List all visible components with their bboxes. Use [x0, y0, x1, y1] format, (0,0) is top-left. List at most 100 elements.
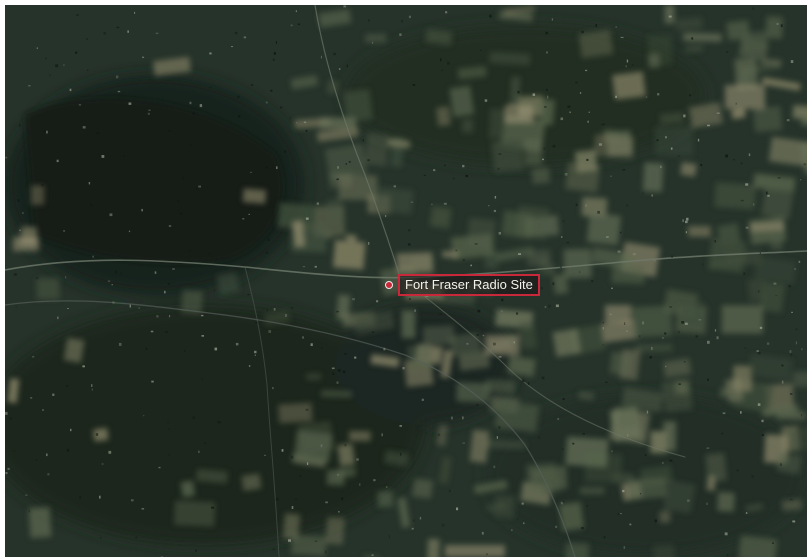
terrain-speckle	[516, 312, 519, 315]
terrain-speckle	[494, 196, 497, 199]
terrain-speckle	[780, 463, 782, 466]
field-patch	[504, 5, 536, 16]
satellite-map[interactable]: Fort Fraser Radio Site	[5, 5, 807, 557]
terrain-speckle	[564, 173, 568, 176]
terrain-speckle	[572, 442, 575, 445]
field-patch	[565, 436, 609, 468]
terrain-speckle	[291, 506, 294, 509]
terrain-speckle	[399, 33, 402, 36]
terrain-speckle	[617, 250, 621, 253]
terrain-speckle	[111, 284, 113, 286]
terrain-speckle	[500, 310, 503, 312]
terrain-speckle	[295, 10, 297, 13]
terrain-speckle	[777, 177, 781, 179]
terrain-speckle	[545, 88, 548, 91]
field-patch	[282, 513, 301, 540]
terrain-speckle	[653, 260, 656, 262]
terrain-speckle	[276, 166, 278, 169]
terrain-speckle	[344, 353, 347, 355]
terrain-speckle	[657, 93, 660, 96]
terrain-speckle	[352, 298, 355, 301]
terrain-speckle	[775, 295, 778, 297]
field-patch	[383, 450, 410, 467]
terrain-speckle	[45, 57, 47, 60]
terrain-speckle	[795, 328, 798, 330]
field-patch	[529, 465, 568, 491]
field-patch	[345, 234, 358, 242]
terrain-speckle	[399, 425, 402, 427]
terrain-speckle	[296, 122, 298, 124]
terrain-speckle	[320, 55, 322, 59]
clearing-patch	[13, 237, 39, 251]
site-label[interactable]: Fort Fraser Radio Site	[398, 274, 540, 296]
terrain-speckle	[548, 304, 551, 308]
terrain-speckle	[99, 495, 101, 499]
field-patch	[745, 503, 764, 513]
field-patch	[580, 487, 605, 495]
field-patch	[337, 443, 356, 467]
field-patch	[753, 106, 783, 133]
clearing-patch	[485, 335, 519, 355]
terrain-speckle	[362, 139, 364, 142]
terrain-speckle	[697, 138, 700, 142]
field-patch	[488, 108, 507, 139]
field-patch	[436, 106, 451, 127]
terrain-speckle	[656, 139, 659, 142]
field-patch	[663, 480, 696, 514]
terrain-speckle	[134, 11, 136, 14]
terrain-speckle	[199, 104, 203, 108]
terrain-speckle	[192, 416, 195, 419]
field-patch	[581, 197, 608, 218]
terrain-speckle	[517, 518, 519, 520]
terrain-speckle	[400, 452, 402, 456]
field-patch	[776, 452, 802, 475]
terrain-speckle	[248, 365, 251, 367]
terrain-speckle	[626, 59, 629, 63]
field-patch	[781, 499, 803, 511]
field-patch	[611, 263, 646, 284]
field-patch	[336, 294, 351, 321]
terrain-speckle	[601, 123, 605, 126]
field-patch	[485, 379, 516, 394]
terrain-speckle	[167, 421, 170, 424]
terrain-speckle	[116, 75, 119, 79]
field-patch	[765, 16, 783, 39]
terrain-speckle	[368, 242, 370, 245]
terrain-speckle	[217, 421, 221, 424]
terrain-speckle	[462, 442, 466, 444]
field-patch	[36, 277, 60, 300]
terrain-speckle	[372, 41, 374, 44]
terrain-speckle	[367, 159, 370, 162]
terrain-speckle	[706, 447, 710, 449]
terrain-speckle	[147, 112, 150, 115]
terrain-speckle	[484, 99, 488, 102]
terrain-speckle	[603, 535, 606, 539]
field-patch	[319, 117, 357, 130]
terrain-speckle	[640, 493, 642, 495]
terrain-speckle	[385, 215, 387, 218]
field-patch	[664, 5, 675, 24]
terrain-speckle	[562, 220, 565, 222]
terrain-speckle	[661, 337, 665, 339]
terrain-speckle	[743, 272, 746, 275]
terrain-speckle	[331, 367, 335, 370]
terrain-speckle	[280, 106, 283, 109]
terrain-speckle	[562, 501, 565, 503]
terrain-speckle	[668, 15, 672, 18]
terrain-speckle	[55, 64, 59, 68]
terrain-speckle	[546, 51, 548, 54]
terrain-speckle	[625, 65, 627, 68]
terrain-speckle	[518, 253, 521, 255]
terrain-speckle	[465, 175, 468, 177]
terrain-speckle	[626, 330, 628, 332]
terrain-speckle	[488, 205, 490, 207]
site-marker-icon[interactable]	[385, 281, 393, 289]
terrain-speckle	[759, 326, 763, 329]
terrain-speckle	[46, 130, 48, 134]
terrain-speckle	[479, 49, 482, 51]
terrain-speckle	[92, 255, 94, 258]
terrain-speckle	[75, 51, 78, 54]
terrain-speckle	[722, 412, 726, 415]
field-patch	[343, 89, 373, 123]
terrain-speckle	[373, 479, 376, 482]
